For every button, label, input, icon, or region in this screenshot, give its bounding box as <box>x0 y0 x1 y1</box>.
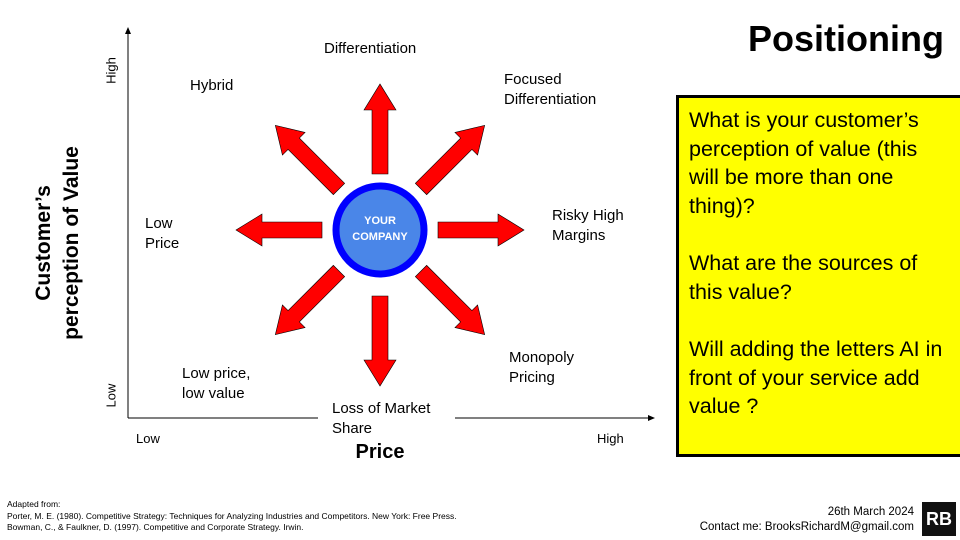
footer: 26th March 2024 Contact me: BrooksRichar… <box>660 505 914 535</box>
references: Adapted from: Porter, M. E. (1980). Comp… <box>7 499 457 532</box>
arrow-up-left <box>274 124 346 196</box>
x-high-label: High <box>597 431 624 446</box>
x-axis-label: Price <box>355 441 405 463</box>
your-company-circle <box>332 182 428 278</box>
label-hybrid: Hybrid <box>190 77 234 94</box>
questions-box: What is your customer’s perception of va… <box>676 95 960 457</box>
arrow-up <box>363 83 397 175</box>
question-3: Will adding the letters AI in front of y… <box>689 337 943 418</box>
rb-logo: RB <box>922 502 956 536</box>
y-low-label: Low <box>103 383 119 408</box>
your-company-label: YOUR COMPANY <box>352 215 408 243</box>
y-axis-label: Customer’s perception of Value <box>32 146 83 340</box>
arrow-down <box>363 295 397 387</box>
footer-contact: Contact me: BrooksRichardM@gmail.com <box>699 521 914 533</box>
label-low-price-low-value: Low price,low value <box>182 365 251 402</box>
arrow-up-right <box>414 124 486 196</box>
footer-date: 26th March 2024 <box>827 506 914 518</box>
arrow-down-left <box>274 264 346 336</box>
arrow-down-right <box>414 264 486 336</box>
label-differentiation: Differentiation <box>324 40 417 57</box>
x-low-label: Low <box>136 431 160 446</box>
page-title: Positioning <box>748 18 944 59</box>
arrow-right <box>437 213 525 247</box>
arrow-left <box>235 213 323 247</box>
question-2: What are the sources of this value? <box>689 251 918 304</box>
y-high-label: High <box>103 57 119 84</box>
question-1: What is your customer’s perception of va… <box>689 108 919 218</box>
